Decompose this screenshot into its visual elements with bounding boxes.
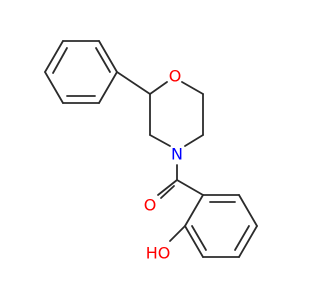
atom-labels: O N O HO — [144, 67, 183, 263]
bond-carbonyl-to-benzene — [176, 179, 204, 196]
bond-benzene-6 — [184, 194, 204, 227]
bond-morpholine-c5-n — [184, 134, 204, 147]
bond-morpholine-o-c6 — [181, 81, 204, 95]
nitrogen-label: N — [171, 145, 183, 164]
bond-benzene-inner-2 — [234, 225, 250, 251]
bond-phenyl-3 — [98, 40, 118, 73]
bond-phenyl-inner-2 — [95, 47, 111, 73]
ring-oxygen-label: O — [169, 67, 182, 86]
hydroxyl-label: HO — [146, 244, 171, 263]
bond-carbonyl-double-1 — [157, 179, 178, 196]
bond-benzene-inner-3 — [191, 225, 207, 251]
bonds — [44, 40, 258, 258]
bond-benzene-to-hydroxyl — [169, 225, 186, 242]
bond-phenyl-4 — [98, 71, 118, 104]
bond-morpholine-c2-o — [149, 81, 168, 95]
structure-canvas: O N O HO — [44, 40, 258, 263]
bond-phenyl-6 — [44, 71, 64, 104]
bond-benzene-5 — [184, 225, 204, 258]
bond-benzene-3 — [238, 225, 258, 258]
bond-phenyl-to-morpholine — [116, 71, 151, 95]
molecule-diagram: O N O HO — [44, 40, 258, 263]
bond-phenyl-1 — [44, 40, 64, 73]
carbonyl-oxygen-label: O — [144, 196, 157, 215]
bond-carbonyl-double-2 — [160, 185, 175, 199]
bond-morpholine-n-c3 — [149, 134, 171, 147]
bond-benzene-2 — [238, 194, 258, 227]
bond-phenyl-inner-1 — [52, 47, 68, 74]
